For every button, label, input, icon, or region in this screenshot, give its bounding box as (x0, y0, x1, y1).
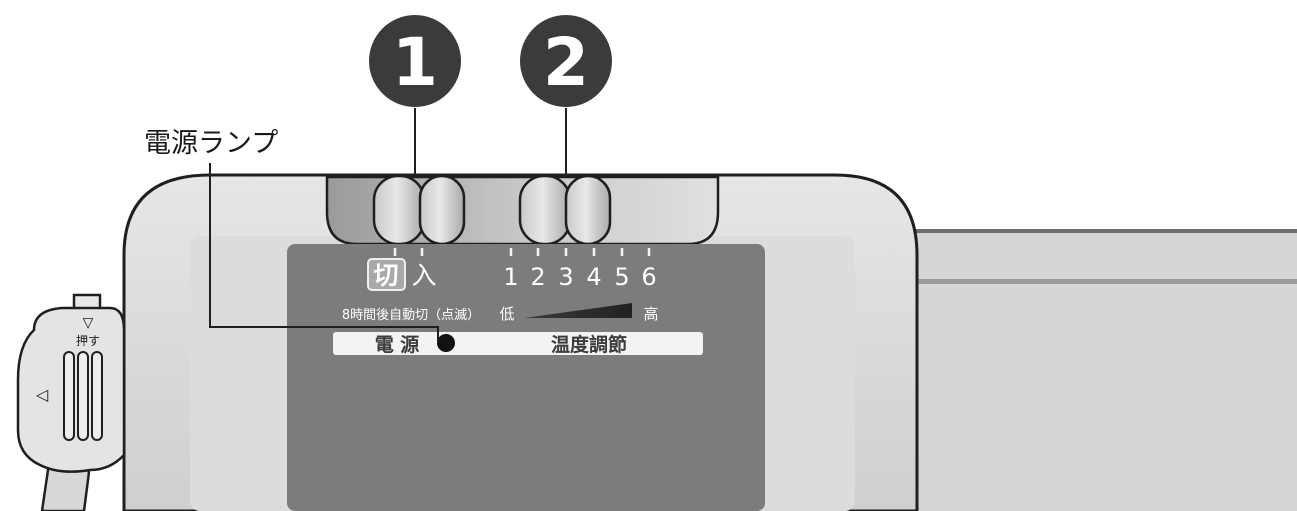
control-panel (287, 244, 765, 511)
badge-2-number: 2 (543, 24, 589, 101)
tick-marks (393, 248, 651, 256)
callout-badge-2: 2 (520, 15, 612, 107)
level-3: 3 (558, 263, 573, 291)
temperature-knob[interactable] (518, 174, 612, 246)
off-highlight (367, 258, 406, 291)
off-label: 切 (373, 261, 398, 290)
plug[interactable]: ▽ 押す ◁ (16, 293, 126, 473)
power-bar-label: 電 源 (375, 333, 420, 356)
level-1: 1 (503, 263, 518, 291)
level-4: 4 (586, 263, 601, 291)
temp-bar-label: 温度調節 (551, 333, 627, 356)
auto-off-note: 8時間後自動切（点滅） (342, 308, 480, 323)
callout-badge-1: 1 (369, 15, 461, 107)
low-label: 低 (499, 305, 514, 323)
on-label: 入 (411, 261, 436, 290)
power-lamp (437, 334, 455, 352)
badge-1-number: 1 (392, 24, 438, 101)
level-5: 5 (614, 263, 629, 291)
level-6: 6 (641, 263, 656, 291)
push-arrow-down: ▽ (83, 315, 94, 331)
lamp-callout-label: 電源ランプ (144, 128, 278, 159)
temperature-ramp (524, 303, 632, 318)
callout-lines (209, 108, 567, 343)
temperature-levels: 1 2 3 4 5 6 (503, 263, 656, 291)
label-bar (333, 332, 703, 355)
power-knob[interactable] (372, 174, 466, 246)
high-label: 高 (643, 305, 658, 323)
mat (914, 229, 1297, 511)
push-arrow-left: ◁ (35, 385, 49, 404)
push-label: 押す (76, 334, 100, 348)
level-2: 2 (530, 263, 545, 291)
